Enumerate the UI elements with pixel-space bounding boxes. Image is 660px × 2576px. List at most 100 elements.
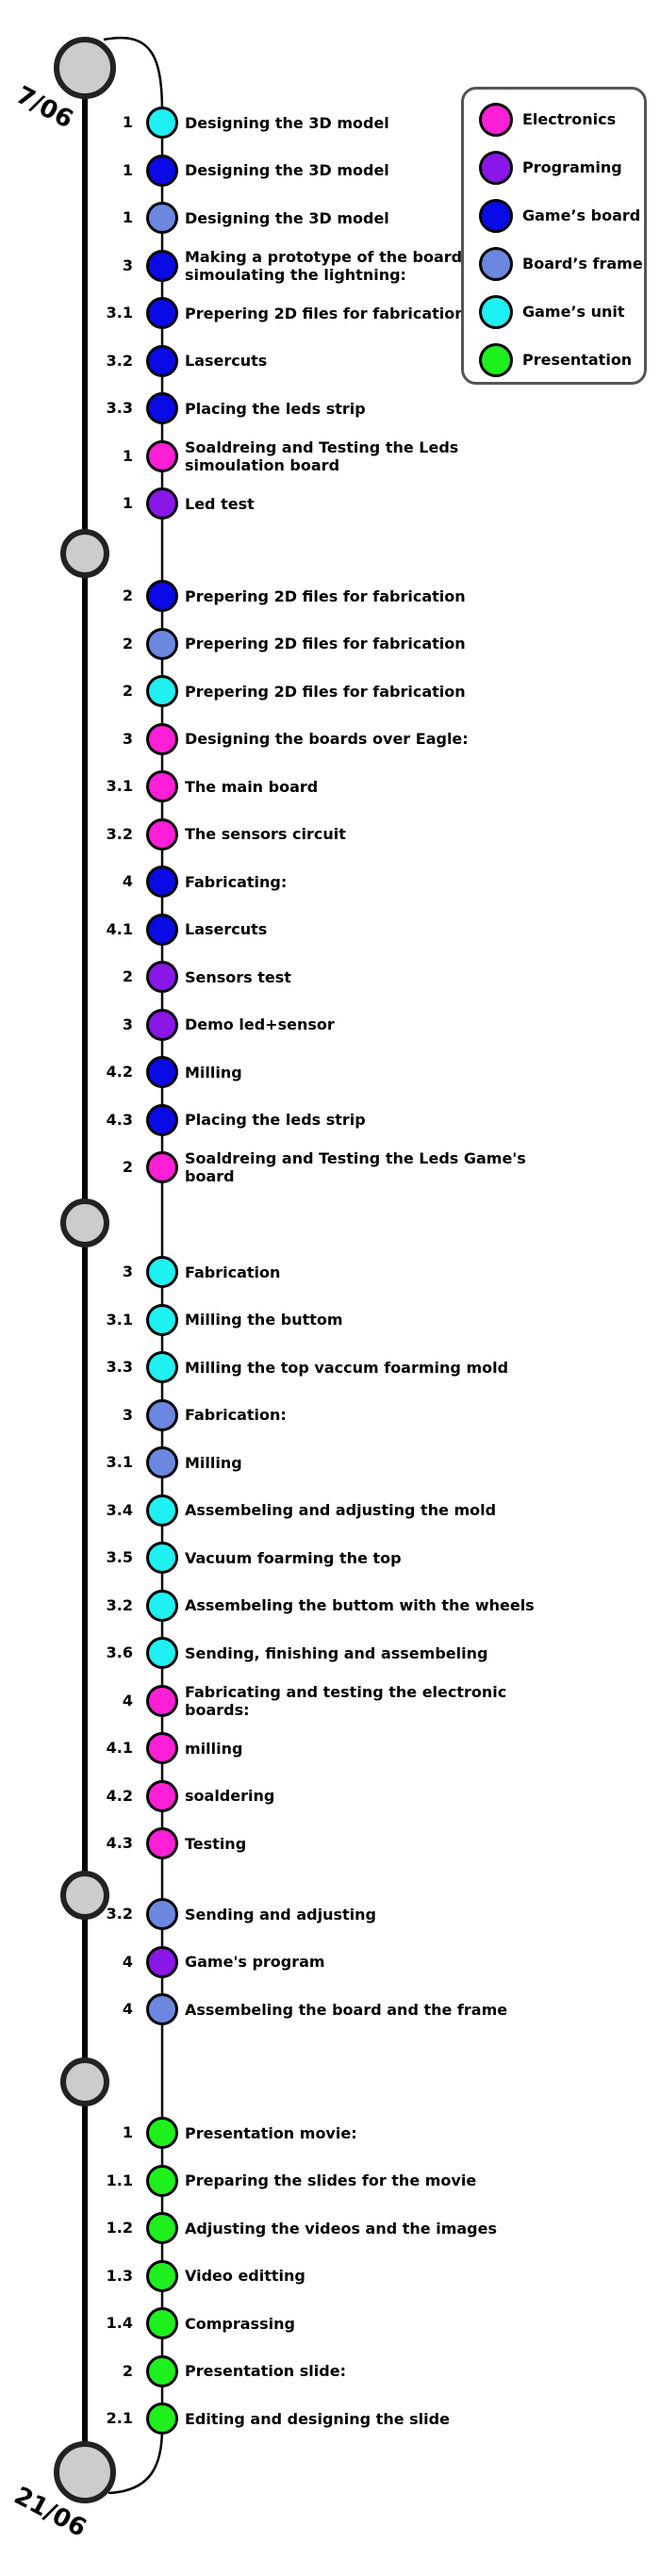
milestone-circle bbox=[60, 529, 109, 578]
task-number: 3.1 bbox=[106, 1453, 133, 1471]
legend-label: Board’s frame bbox=[522, 255, 643, 272]
task-number: 1 bbox=[122, 446, 133, 465]
task-dot bbox=[146, 1351, 178, 1383]
task-dot bbox=[146, 1993, 178, 2025]
task-number: 3.2 bbox=[106, 351, 133, 370]
task-label: Sensors test bbox=[185, 967, 291, 986]
task-label: Soaldreing and Testing the Leds Game's b… bbox=[185, 1149, 526, 1185]
task-number: 3.6 bbox=[106, 1643, 133, 1661]
task-dot bbox=[146, 2354, 178, 2387]
task-number: 4.2 bbox=[106, 1786, 133, 1805]
task-label: Designing the boards over Eagle: bbox=[185, 730, 469, 748]
legend-swatch bbox=[479, 247, 513, 281]
task-label: Placing the leds strip bbox=[185, 1111, 366, 1129]
task-label: Prepering 2D files for fabrication bbox=[185, 635, 466, 652]
legend-swatch bbox=[479, 103, 513, 137]
task-number: 2 bbox=[122, 967, 133, 985]
task-label: Milling the buttom bbox=[185, 1311, 343, 1329]
task-dot bbox=[146, 439, 178, 472]
task-label: Presentation slide: bbox=[185, 2362, 346, 2380]
task-dot bbox=[146, 1827, 178, 1859]
task-label: Milling bbox=[185, 1453, 242, 1472]
task-label: Sending and adjusting bbox=[185, 1905, 376, 1924]
task-number: 2.1 bbox=[106, 2409, 133, 2427]
task-number: 3.3 bbox=[106, 1358, 133, 1376]
task-label: Editing and designing the slide bbox=[185, 2409, 450, 2428]
task-dot bbox=[146, 2117, 178, 2149]
milestone-circle bbox=[60, 2057, 109, 2106]
task-number: 4.2 bbox=[106, 1063, 133, 1081]
task-dot bbox=[146, 202, 178, 234]
task-dot bbox=[146, 2164, 178, 2197]
task-number: 3 bbox=[122, 1015, 133, 1033]
task-dot bbox=[146, 627, 178, 660]
legend-label: Game’s unit bbox=[522, 303, 625, 321]
task-dot bbox=[146, 961, 178, 993]
task-label: Soaldreing and Testing the Leds simoulat… bbox=[185, 438, 459, 474]
task-dot bbox=[146, 675, 178, 707]
task-dot bbox=[146, 580, 178, 612]
task-dot bbox=[146, 770, 178, 802]
task-label: Prepering 2D files for fabrication bbox=[185, 304, 466, 322]
task-dot bbox=[146, 2259, 178, 2292]
task-dot bbox=[146, 866, 178, 898]
task-number: 3.3 bbox=[106, 399, 133, 417]
task-dot bbox=[146, 1103, 178, 1136]
task-number: 1.1 bbox=[106, 2171, 133, 2189]
task-label: Prepering 2D files for fabrication bbox=[185, 682, 466, 701]
task-label: Preparing the slides for the movie bbox=[185, 2171, 477, 2189]
task-dot bbox=[146, 154, 178, 187]
task-label: soaldering bbox=[185, 1787, 275, 1805]
task-number: 1 bbox=[122, 494, 133, 512]
task-label: Assembeling the board and the frame bbox=[185, 2000, 508, 2019]
task-label: Adjusting the videos and the images bbox=[185, 2219, 497, 2237]
task-label: Assembeling and adjusting the mold bbox=[185, 1501, 497, 1519]
task-label: Demo led+sensor bbox=[185, 1016, 335, 1033]
milestone-circle bbox=[54, 2441, 116, 2503]
task-dot bbox=[146, 913, 178, 946]
task-dot bbox=[146, 392, 178, 424]
task-label: Presentation movie: bbox=[185, 2123, 357, 2142]
task-label: Video editting bbox=[185, 2267, 305, 2285]
task-number: 3.5 bbox=[106, 1548, 133, 1566]
task-number: 1 bbox=[122, 2123, 133, 2141]
task-number: 3.2 bbox=[106, 1905, 133, 1923]
task-number: 4 bbox=[122, 1952, 133, 1971]
task-number: 4 bbox=[122, 2000, 133, 2018]
task-dot bbox=[146, 1589, 178, 1622]
task-number: 3.4 bbox=[106, 1500, 133, 1519]
task-dot bbox=[146, 1398, 178, 1431]
task-dot bbox=[146, 1542, 178, 1574]
task-dot bbox=[146, 1256, 178, 1288]
task-number: 2 bbox=[122, 634, 133, 652]
task-number: 4.1 bbox=[106, 1739, 133, 1757]
task-dot bbox=[146, 1056, 178, 1088]
task-dot bbox=[146, 344, 178, 377]
task-dot bbox=[146, 722, 178, 755]
task-number: 1 bbox=[122, 160, 133, 179]
task-number: 4 bbox=[122, 1691, 133, 1709]
task-label: Milling bbox=[185, 1063, 242, 1082]
start-hook-line bbox=[103, 37, 164, 114]
task-label: Milling the top vaccum foarming mold bbox=[185, 1358, 509, 1377]
task-number: 2 bbox=[122, 1158, 133, 1176]
task-dot bbox=[146, 1684, 178, 1717]
task-number: 3 bbox=[122, 1263, 133, 1280]
legend-label: Programing bbox=[522, 158, 622, 176]
task-dot bbox=[146, 1446, 178, 1478]
task-number: 1.4 bbox=[106, 2314, 133, 2332]
task-label: Game's program bbox=[185, 1953, 325, 1971]
task-label: Designing the 3D model bbox=[185, 161, 389, 179]
milestone-circle bbox=[60, 1871, 109, 1920]
task-dot bbox=[146, 487, 178, 520]
milestone-circle bbox=[60, 1198, 109, 1247]
task-number: 3.2 bbox=[106, 824, 133, 843]
task-number: 3.2 bbox=[106, 1595, 133, 1614]
legend-swatch bbox=[479, 295, 513, 329]
task-number: 2 bbox=[122, 682, 133, 700]
legend-swatch bbox=[479, 199, 513, 233]
task-label: Assembeling the buttom with the wheels bbox=[185, 1596, 535, 1614]
task-number: 1 bbox=[122, 208, 133, 226]
